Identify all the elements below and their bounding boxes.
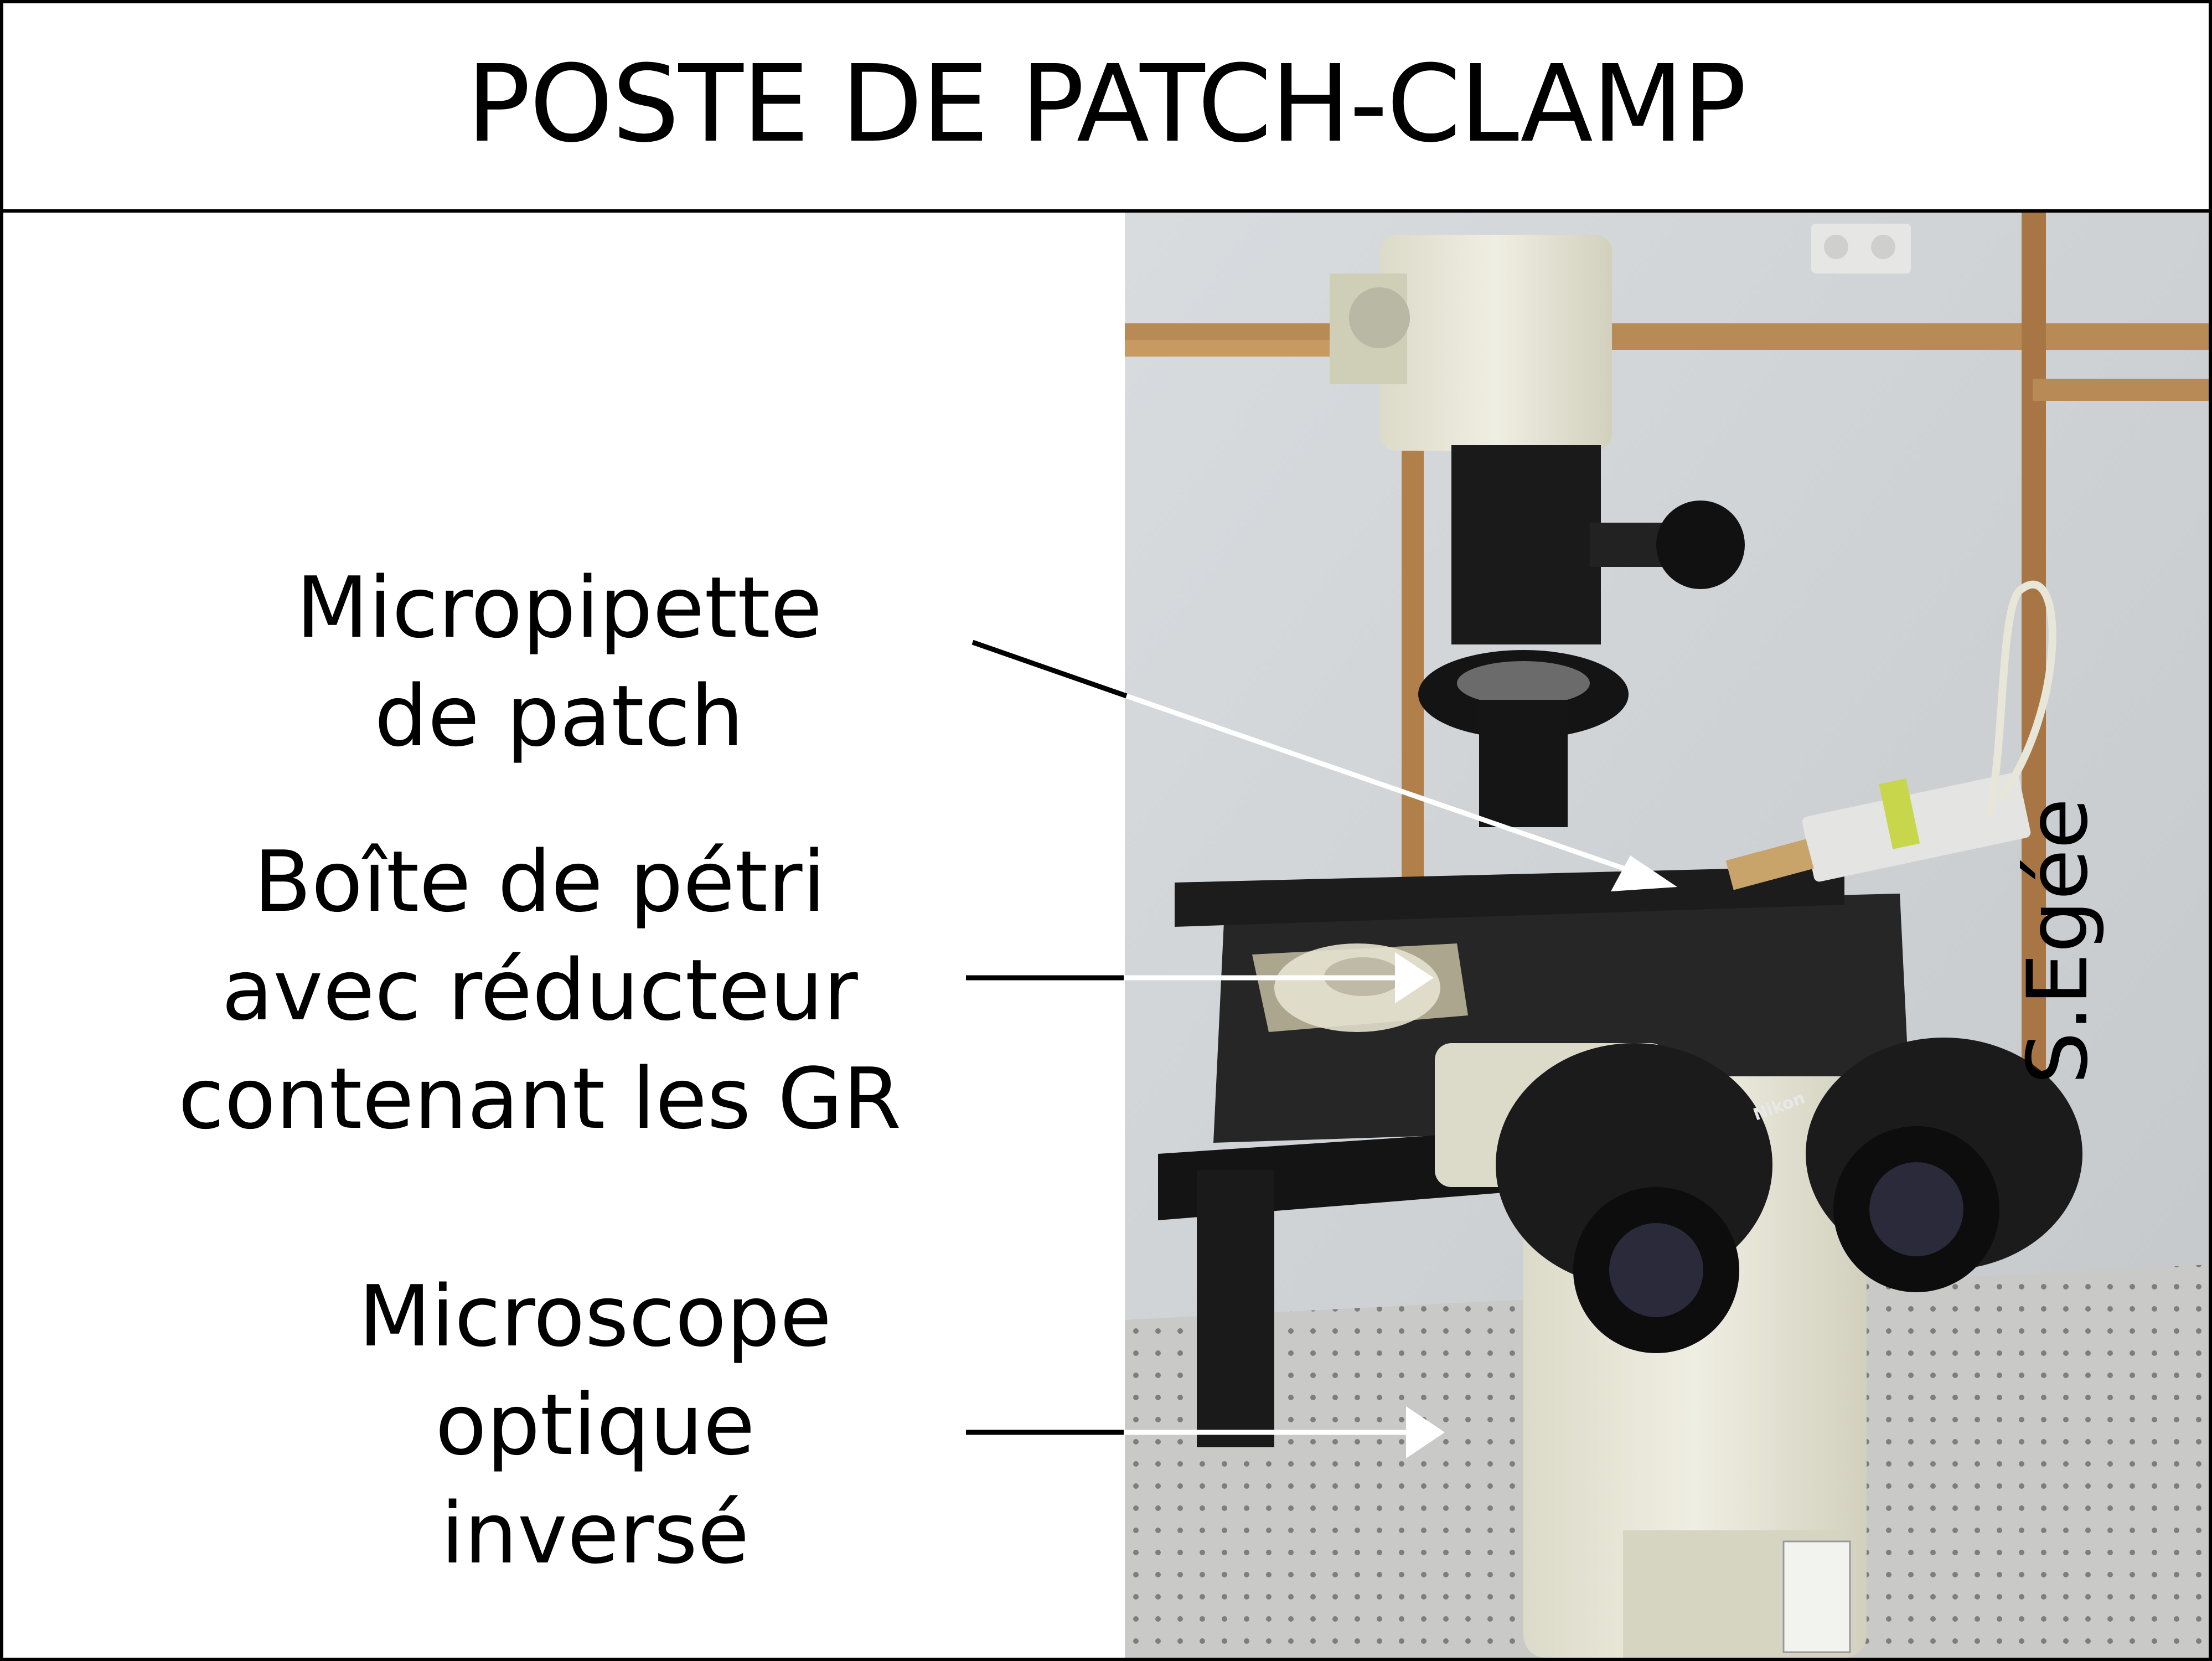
arrow-petri-dish xyxy=(966,952,1434,1003)
label-petri-dish: Boîte de pétri avec réducteur contenant … xyxy=(178,833,902,1148)
arrow-microscope xyxy=(966,1406,1445,1458)
page-title: POSTE DE PATCH-CLAMP xyxy=(466,43,1746,166)
label-micropipette: Micropipette de patch xyxy=(296,559,823,765)
title-bar: POSTE DE PATCH-CLAMP xyxy=(0,0,2212,213)
arrow-micropipette xyxy=(971,639,1677,891)
microscope-photo: Nikon xyxy=(1125,213,2209,1658)
label-microscope: Microscope optique inversé xyxy=(358,1267,832,1582)
